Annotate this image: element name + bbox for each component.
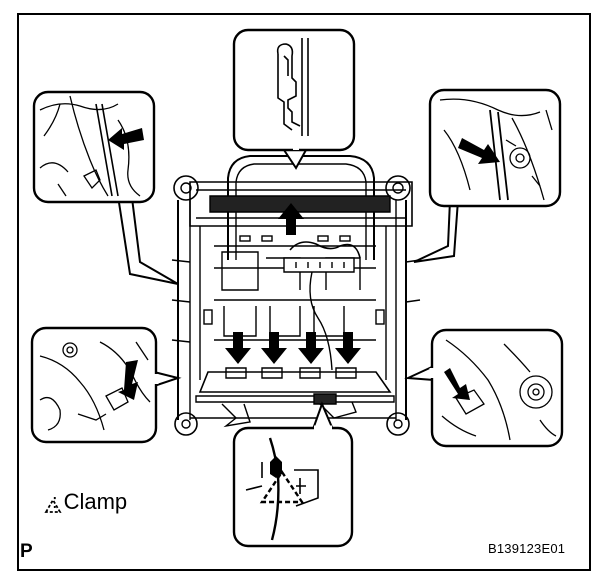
callout-top-left [32, 90, 179, 285]
callout-top-right [413, 88, 562, 263]
corner-mark: P [20, 541, 33, 562]
legend-clamp-triangle-icon [44, 498, 62, 513]
seat-frame [171, 155, 421, 436]
callout-top [232, 28, 356, 170]
legend: : Clamp [52, 489, 127, 515]
callout-bottom-right [404, 328, 564, 448]
outer-border [17, 13, 591, 571]
callout-bottom-left [30, 326, 182, 444]
figure-code: B139123E01 [488, 541, 566, 556]
arrow-down-1 [225, 332, 251, 364]
legend-text: Clamp [63, 489, 128, 514]
callout-bottom-center-clamp [232, 401, 354, 548]
clamp-triangle-icon [259, 469, 305, 504]
arrow-down-3 [298, 332, 324, 364]
legend-symbol: : [52, 490, 58, 513]
arrow-down-2 [261, 332, 287, 364]
arrow-down-4 [335, 332, 361, 364]
